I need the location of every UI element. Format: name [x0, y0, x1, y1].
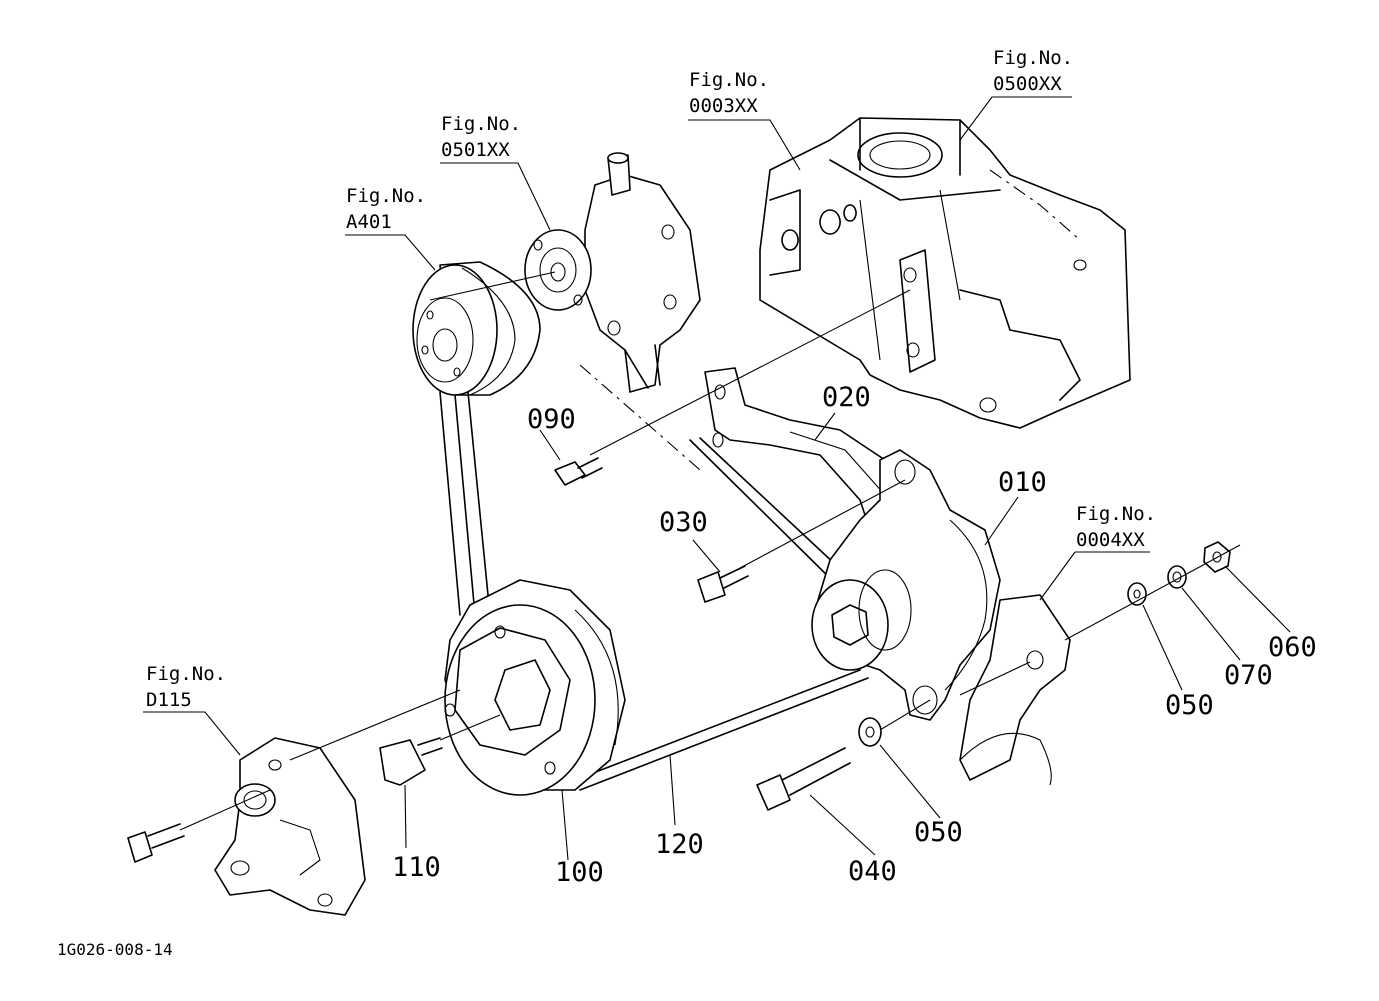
part-number-100: 100: [555, 857, 604, 888]
part-number-050-lower: 050: [914, 817, 963, 848]
fig-ref-d115-line1: Fig.No.: [146, 663, 226, 685]
washer-050-lower: [858, 717, 882, 747]
engine-mount-drawing: [959, 594, 1071, 786]
v-belt-drawing: [439, 391, 869, 791]
fig-ref-d115: Fig.No. D115: [146, 663, 226, 711]
part-number-020: 020: [822, 382, 871, 413]
fan-pulley-drawing: [412, 261, 541, 396]
part-number-010: 010: [998, 467, 1047, 498]
fig-ref-0501xx-line1: Fig.No.: [441, 113, 521, 135]
leader-lines: [143, 96, 1291, 861]
bolt-040: [756, 747, 851, 811]
part-number-060: 060: [1268, 632, 1317, 663]
fig-ref-0004xx-line1: Fig.No.: [1076, 503, 1156, 525]
alternator-drawing: [811, 449, 1001, 721]
bolt-110: [379, 737, 443, 786]
bolt-090: [554, 457, 603, 486]
washer-050-upper: [1127, 582, 1147, 606]
fig-ref-0500xx-line1: Fig.No.: [993, 47, 1073, 69]
fig-ref-0004xx-line2: 0004XX: [1076, 529, 1145, 551]
fig-ref-0500xx-line2: 0500XX: [993, 73, 1062, 95]
part-number-090: 090: [527, 404, 576, 435]
spring-washer-070: [1167, 565, 1187, 589]
part-number-030: 030: [659, 507, 708, 538]
fig-ref-a401: Fig.No. A401: [346, 185, 426, 233]
fig-ref-d115-line2: D115: [146, 689, 192, 711]
axis-lines: [179, 271, 1241, 831]
part-number-120: 120: [655, 829, 704, 860]
part-number-050-upper: 050: [1165, 690, 1214, 721]
drawing-code: 1G026-008-14: [57, 940, 173, 959]
water-pump-drawing: [524, 152, 701, 393]
fig-ref-0003xx-line2: 0003XX: [689, 95, 758, 117]
fig-ref-0501xx: Fig.No. 0501XX: [441, 113, 521, 161]
flange-drawing: [214, 737, 366, 916]
part-number-040: 040: [848, 856, 897, 887]
part-number-110: 110: [392, 852, 441, 883]
engine-block-drawing: [759, 117, 1131, 429]
fig-ref-0500xx: Fig.No. 0500XX: [993, 47, 1073, 95]
bolt-030: [697, 565, 749, 603]
fig-ref-0003xx: Fig.No. 0003XX: [689, 69, 769, 117]
bolt-d115: [127, 823, 185, 863]
part-number-070: 070: [1224, 660, 1273, 691]
fig-ref-a401-line1: Fig.No.: [346, 185, 426, 207]
fig-ref-a401-line2: A401: [346, 211, 392, 233]
fig-ref-0501xx-line2: 0501XX: [441, 139, 510, 161]
crankshaft-pulley-drawing: [444, 579, 626, 796]
fig-ref-0004xx: Fig.No. 0004XX: [1076, 503, 1156, 551]
fig-ref-0003xx-line1: Fig.No.: [689, 69, 769, 91]
